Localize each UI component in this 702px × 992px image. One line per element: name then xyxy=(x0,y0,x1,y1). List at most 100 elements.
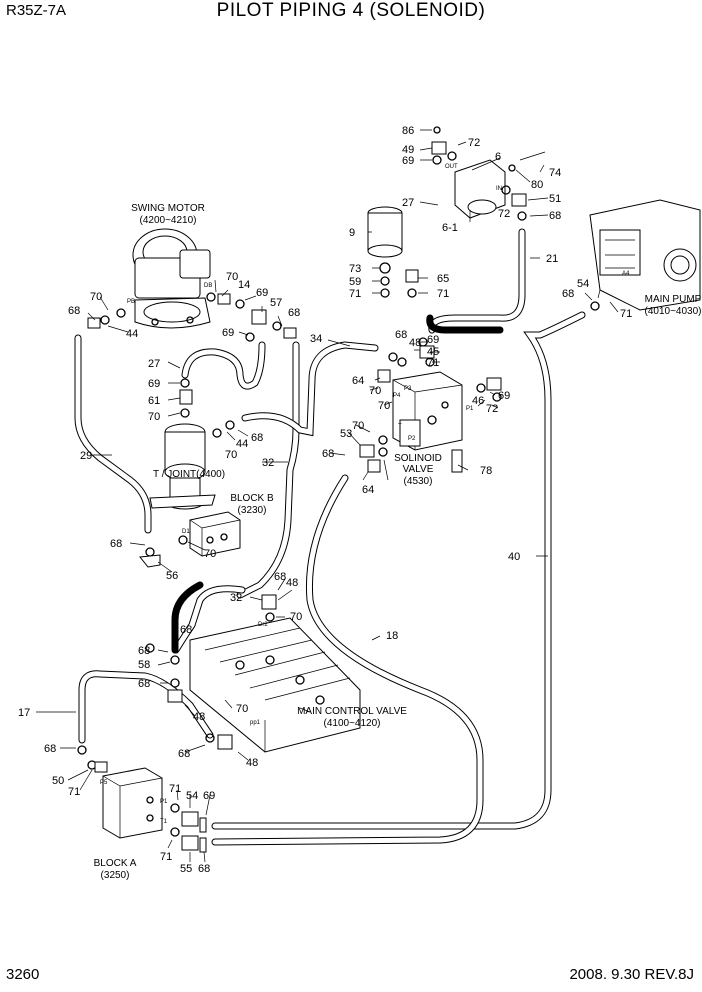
callout: 70 xyxy=(204,548,216,560)
callout: 48 xyxy=(286,577,298,589)
port-label: pp1 xyxy=(250,720,261,726)
port-label: T1 xyxy=(160,819,168,825)
port-label: P1 xyxy=(160,799,168,805)
callout: 34 xyxy=(310,333,322,345)
main-pump-code: (4010~4030) xyxy=(645,306,702,317)
main-control-valve-label: MAIN CONTROL VALVE xyxy=(297,706,407,717)
callout: 68 xyxy=(180,624,192,636)
callout: 29 xyxy=(80,450,92,462)
callout: 68 xyxy=(274,571,286,583)
part-number-callouts: 86 72 49 69 6 74 80 51 72 68 27 9 6-1 21… xyxy=(18,125,632,875)
callout: 72 xyxy=(468,137,480,149)
callout: 65 xyxy=(437,273,449,285)
port-label: P2 xyxy=(408,436,416,442)
block-b-label: BLOCK B xyxy=(230,493,274,504)
callout: 68 xyxy=(138,645,150,657)
callout: 73 xyxy=(349,263,361,275)
block-a-drawing xyxy=(102,767,163,839)
callout: 18 xyxy=(386,630,398,642)
swing-motor-drawing xyxy=(132,228,211,329)
callout: 54 xyxy=(577,278,589,290)
port-label: PB xyxy=(127,299,135,305)
callout: 69 xyxy=(498,390,510,402)
callout: 32 xyxy=(230,592,242,604)
callout: 68 xyxy=(562,288,574,300)
callout: 17 xyxy=(18,707,30,719)
callout: 48 xyxy=(409,337,421,349)
model-code: R35Z-7A xyxy=(6,2,67,19)
leader-lines xyxy=(36,129,619,863)
callout: 78 xyxy=(480,465,492,477)
main-control-valve-code: (4100~4120) xyxy=(324,718,381,729)
fittings xyxy=(77,126,600,853)
port-label: DB xyxy=(204,283,212,289)
callout: 70 xyxy=(148,411,160,423)
solenoid-valve-drawing xyxy=(392,371,463,451)
callout: 50 xyxy=(52,775,64,787)
callout: 68 xyxy=(395,329,407,341)
page-title: PILOT PIPING 4 (SOLENOID) xyxy=(216,0,486,21)
callout: 72 xyxy=(498,208,510,220)
port-label: P1 xyxy=(466,406,474,412)
callout: 64 xyxy=(352,375,364,387)
block-b-drawing xyxy=(189,511,241,557)
callout: 68 xyxy=(138,678,150,690)
port-label: A4 xyxy=(622,271,630,277)
callout: 21 xyxy=(546,253,558,265)
callout: 51 xyxy=(549,193,561,205)
callout: 46 xyxy=(472,395,484,407)
block-a-label: BLOCK A xyxy=(94,858,137,869)
callout: 6-1 xyxy=(442,222,458,234)
callout: 9 xyxy=(349,227,355,239)
callout: 45 xyxy=(427,346,439,358)
callout: 68 xyxy=(44,743,56,755)
hose-lines xyxy=(74,228,586,846)
port-label: Dr2 xyxy=(258,622,268,628)
callout: 32 xyxy=(262,457,274,469)
callout: 70 xyxy=(352,420,364,432)
main-control-valve-drawing xyxy=(189,617,361,753)
callout: 69 xyxy=(427,334,439,346)
callout: 69 xyxy=(203,790,215,802)
callout: 71 xyxy=(620,308,632,320)
solenoid-valve-label-2: VALVE xyxy=(403,464,434,475)
callout: 53 xyxy=(340,428,352,440)
port-label: IN xyxy=(496,186,502,192)
t-joint-label: T / JOINT(4400) xyxy=(153,469,225,480)
swing-motor-label: SWING MOTOR xyxy=(131,203,205,214)
port-label: P4 xyxy=(393,393,401,399)
callout: 70 xyxy=(225,449,237,461)
callout: 14 xyxy=(238,279,250,291)
callout: 68 xyxy=(178,748,190,760)
callout: 64 xyxy=(362,484,374,496)
revision-date: 2008. 9.30 REV.8J xyxy=(569,966,694,983)
callout: 61 xyxy=(148,395,160,407)
callout: 27 xyxy=(148,358,160,370)
callout: 70 xyxy=(90,291,102,303)
callout: 68 xyxy=(549,210,561,222)
callout: 48 xyxy=(246,757,258,769)
callout: 55 xyxy=(180,863,192,875)
callout: 56 xyxy=(166,570,178,582)
callout: 86 xyxy=(402,125,414,137)
callout: 69 xyxy=(222,327,234,339)
callout: 80 xyxy=(531,179,543,191)
callout: 71 xyxy=(349,288,361,300)
callout: 74 xyxy=(549,167,561,179)
component-labels: SWING MOTOR (4200~4210) MAIN PUMP (4010~… xyxy=(94,203,702,881)
callout: 71 xyxy=(169,783,181,795)
main-pump-label: MAIN PUMP xyxy=(645,294,702,305)
callout: 49 xyxy=(402,144,414,156)
callout: 68 xyxy=(110,538,122,550)
callout: 70 xyxy=(290,611,302,623)
port-label: D1 xyxy=(182,529,190,535)
swing-motor-code: (4200~4210) xyxy=(140,215,197,226)
callout: 44 xyxy=(126,328,138,340)
filter-drawing xyxy=(367,159,506,258)
block-b-code: (3230) xyxy=(238,505,267,516)
port-labels: PB DB OUT IN A4 P3 P4 P1 T P2 D1 Dr2 pp1… xyxy=(100,164,630,825)
callout: 59 xyxy=(349,276,361,288)
callout: 71 xyxy=(427,357,439,369)
callout: 71 xyxy=(160,851,172,863)
